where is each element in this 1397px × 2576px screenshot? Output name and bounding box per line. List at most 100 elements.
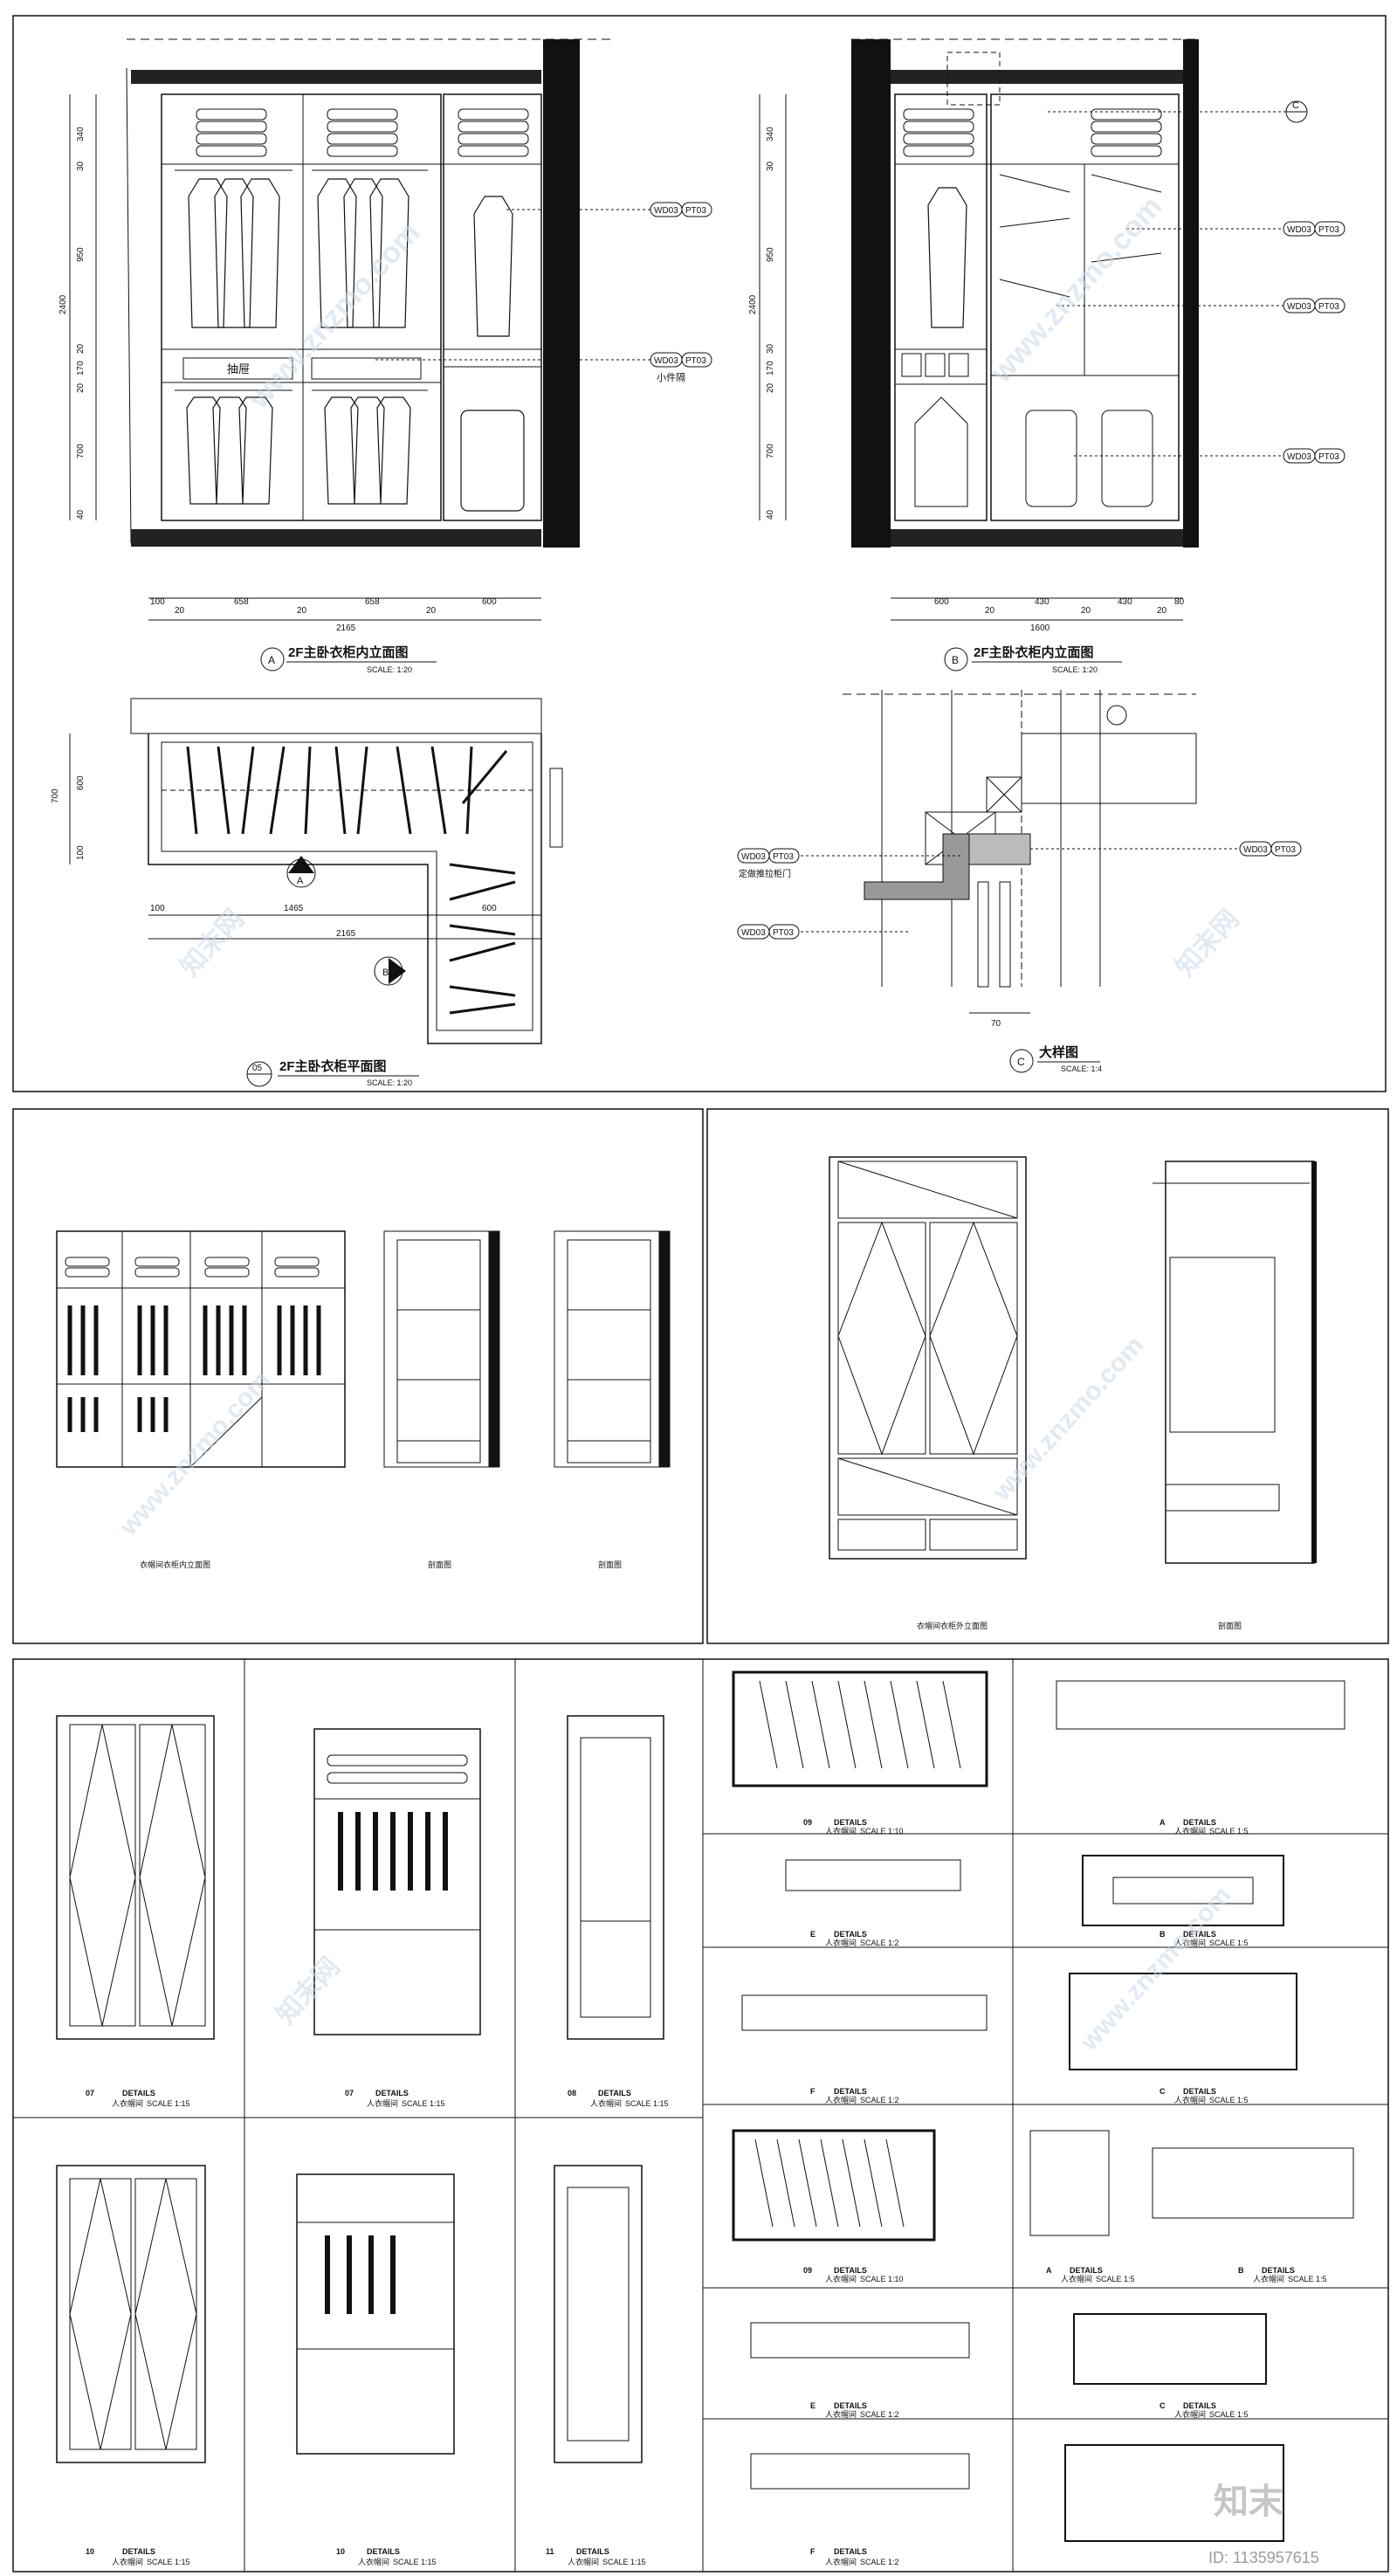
plan-dim-h1: 100 [150,904,165,913]
wardrobe-plan: 700 600 100 100 1465 600 2165 A B 05 2F主… [51,698,563,1087]
plan-dim-h2: 1465 [284,904,304,913]
plan-dim-total: 2165 [336,929,356,939]
dim-a-h1: 340 [76,127,86,141]
bt-num-12: 11 [546,2547,554,2556]
bt-num-15: B [1238,2266,1244,2275]
bt-scale-16: SCALE 1:2 [860,2410,899,2419]
detail-c-tag3-wd03: WD03 [1243,845,1268,855]
bt-details-10: DETAILS [122,2547,155,2556]
bt-num-9: C [1160,2087,1166,2096]
dim-a-h3: 950 [76,247,86,262]
bt-details-16: DETAILS [834,2401,867,2410]
plan-dim-v1: 700 [51,789,60,803]
dim-b-w5: 430 [1118,597,1132,607]
detail-c-tag2-wd03: WD03 [741,928,766,938]
dim-b-total-w: 1600 [1030,623,1050,633]
bt-room-4: 人衣帽间 [825,1826,857,1836]
tag-a2-pt03: PT03 [685,356,706,366]
title-detail-c: 大样图 [1039,1044,1078,1060]
bt-details-11: DETAILS [367,2547,400,2556]
bt-room-14: 人衣帽间 [1061,2274,1092,2283]
plan-dim-v2: 600 [76,775,86,790]
plan-number: 05 [252,1064,263,1073]
dim-b-h5: 170 [766,361,775,375]
detail-c-tag3-pt03: PT03 [1275,845,1296,855]
dim-b-w6: 20 [1157,606,1167,616]
elevation-a: 抽屉 [58,38,712,674]
mid-left-sheet [56,1230,671,1468]
bt-num-1: 07 [86,2089,94,2097]
watermark-3: 知末网 [175,905,250,982]
bt-room-13: 人衣帽间 [825,2274,857,2283]
watermark-5: www.znzmo.com [114,1366,276,1542]
watermark-4: 知末网 [1171,905,1245,982]
watermark-1: www.znzmo.com [242,216,426,416]
dim-a-total-h: 2400 [58,294,68,314]
bt-details-2: DETAILS [375,2089,409,2097]
dim-b-h2: 30 [766,161,775,171]
bt-details-18: DETAILS [834,2547,867,2556]
bt-num-7: B [1160,1930,1166,1939]
watermark-7: 知末网 [272,1953,346,2030]
tag-a2-wd03: WD03 [654,356,678,366]
dim-a-h2: 30 [76,161,86,171]
mid-title-4: 衣帽间衣柜外立面图 [917,1621,988,1630]
detail-c-door-note: 定做推拉柜门 [739,868,791,879]
title-elev-a: 2F主卧衣柜内立面图 [288,644,409,660]
bt-details-12: DETAILS [576,2547,609,2556]
dim-b-h4: 30 [766,343,775,354]
dim-b-h1: 340 [766,127,775,141]
bt-details-8: DETAILS [834,2087,867,2096]
bt-details-7: DETAILS [1183,1930,1216,1939]
bt-details-14: DETAILS [1070,2266,1103,2275]
title-plan: 2F主卧衣柜平面图 [279,1058,387,1074]
image-id: ID: 1135957615 [1208,2549,1319,2566]
plan-dim-v3: 100 [76,845,86,860]
dim-b-h7: 700 [766,444,775,458]
dim-a-w5: 658 [365,597,380,607]
dim-a-h6: 20 [76,382,86,393]
scale-plan: SCALE: 1:20 [367,1078,412,1087]
tag-b3-wd03: WD03 [1287,452,1311,462]
bt-num-6: E [810,1930,815,1939]
bt-num-2: 07 [345,2089,354,2097]
watermark-2: www.znzmo.com [984,189,1168,389]
scale-elev-a: SCALE: 1:20 [367,665,412,674]
tag-b2-pt03: PT03 [1318,302,1339,312]
dim-a-h5: 170 [76,361,86,375]
drawer-label: 抽屉 [227,362,250,375]
bt-num-17: C [1160,2401,1166,2410]
bt-num-16: E [810,2401,815,2410]
dim-b-h8: 40 [766,509,775,520]
bt-room-11: 人衣帽间 [358,2557,389,2566]
tag-a1-pt03: PT03 [685,206,706,216]
plan-arrow-a: A [297,876,304,886]
bt-num-18: F [810,2547,815,2556]
callout-c: C [1292,100,1299,111]
bt-scale-6: SCALE 1:2 [860,1939,899,1947]
bt-room-7: 人衣帽间 [1174,1938,1206,1947]
dim-b-w3: 430 [1035,597,1049,607]
bt-num-3: 08 [568,2089,576,2097]
dim-a-w7: 600 [482,597,497,607]
dim-a-w4: 20 [297,606,307,616]
detail-c-dim: 70 [991,1019,1001,1029]
bt-details-3: DETAILS [598,2089,631,2097]
scale-elev-b: SCALE: 1:20 [1052,665,1098,674]
bt-room-10: 人衣帽间 [112,2557,143,2566]
bt-scale-18: SCALE 1:2 [860,2558,899,2566]
detail-c-tag1-pt03: PT03 [773,852,794,862]
bt-scale-1: SCALE 1:15 [147,2099,190,2108]
bt-details-17: DETAILS [1183,2401,1216,2410]
dim-b-total-h: 2400 [748,294,758,314]
bt-scale-5: SCALE 1:5 [1209,1827,1249,1836]
tag-a1-wd03: WD03 [654,206,678,216]
bt-room-17: 人衣帽间 [1174,2409,1206,2419]
dim-a-w6: 20 [426,606,437,616]
bt-scale-13: SCALE 1:10 [860,2275,904,2283]
bt-scale-11: SCALE 1:15 [393,2558,437,2566]
bt-scale-7: SCALE 1:5 [1209,1939,1249,1947]
mid-title-5: 剖面图 [1218,1621,1242,1630]
tag-b1-wd03: WD03 [1287,225,1311,235]
